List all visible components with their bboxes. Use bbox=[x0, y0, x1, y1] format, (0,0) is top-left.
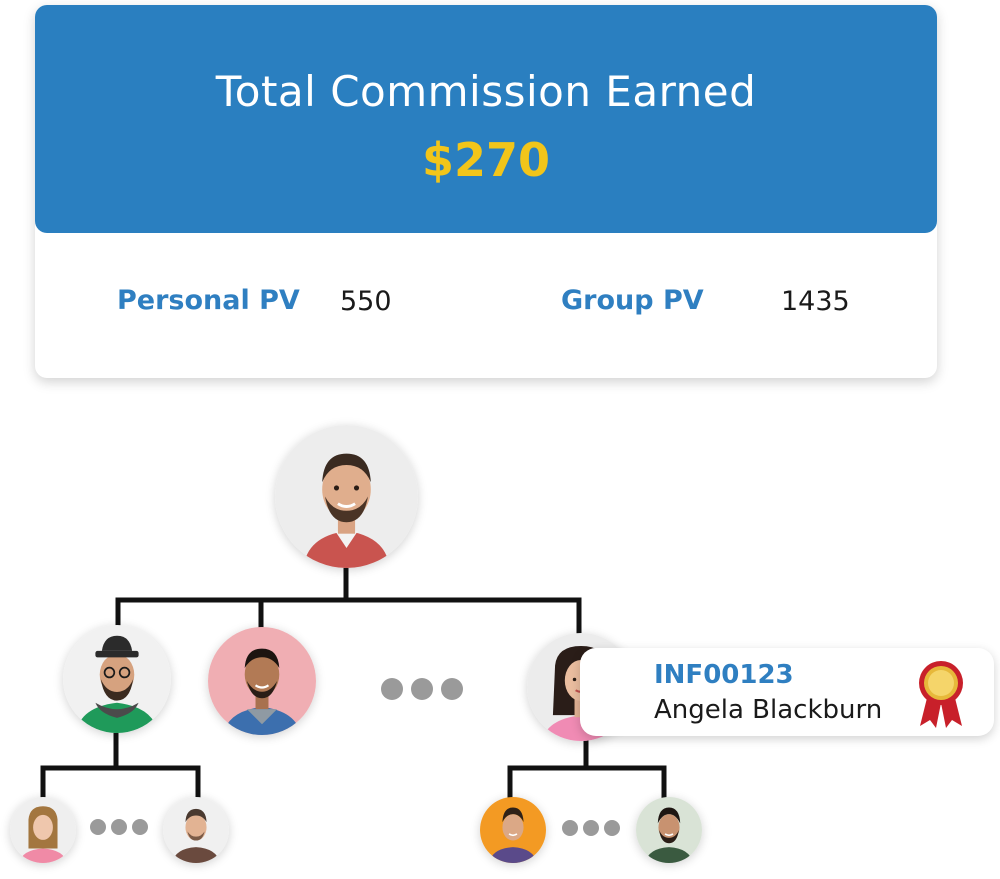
commission-header: Total Commission Earned $270 bbox=[35, 5, 937, 233]
person-icon bbox=[163, 797, 229, 863]
personal-pv-label: Personal PV bbox=[117, 285, 300, 316]
award-ribbon-icon bbox=[919, 661, 963, 728]
member-info-card[interactable]: INF00123 Angela Blackburn bbox=[580, 648, 994, 736]
ellipsis-dot bbox=[604, 820, 620, 836]
root-member-avatar[interactable] bbox=[275, 425, 418, 568]
commission-card: Total Commission Earned $270 Personal PV… bbox=[35, 5, 937, 378]
commission-amount: $270 bbox=[421, 133, 551, 187]
group-pv-value: 1435 bbox=[781, 286, 850, 317]
person-icon bbox=[480, 797, 546, 863]
person-icon bbox=[636, 797, 702, 863]
member-avatar-1b[interactable] bbox=[163, 797, 229, 863]
member-avatar-3b[interactable] bbox=[636, 797, 702, 863]
person-icon bbox=[208, 627, 316, 735]
member-avatar-3a[interactable] bbox=[480, 797, 546, 863]
commission-title: Total Commission Earned bbox=[215, 67, 757, 116]
person-icon bbox=[63, 625, 171, 733]
ellipsis-dot bbox=[441, 678, 463, 700]
person-icon bbox=[275, 425, 418, 568]
ellipsis-dot bbox=[111, 819, 127, 835]
member-avatar-2[interactable] bbox=[208, 627, 316, 735]
person-icon bbox=[10, 797, 76, 863]
group-pv-label: Group PV bbox=[561, 285, 704, 316]
personal-pv-value: 550 bbox=[340, 286, 392, 317]
ellipsis-dot bbox=[411, 678, 433, 700]
more-members-indicator[interactable] bbox=[562, 820, 620, 836]
member-avatar-1a[interactable] bbox=[10, 797, 76, 863]
member-avatar-1[interactable] bbox=[63, 625, 171, 733]
more-members-indicator[interactable] bbox=[381, 678, 463, 700]
ellipsis-dot bbox=[562, 820, 578, 836]
member-id: INF00123 bbox=[654, 660, 794, 690]
ellipsis-dot bbox=[381, 678, 403, 700]
ellipsis-dot bbox=[132, 819, 148, 835]
more-members-indicator[interactable] bbox=[90, 819, 148, 835]
ellipsis-dot bbox=[583, 820, 599, 836]
ellipsis-dot bbox=[90, 819, 106, 835]
member-name: Angela Blackburn bbox=[654, 695, 883, 725]
